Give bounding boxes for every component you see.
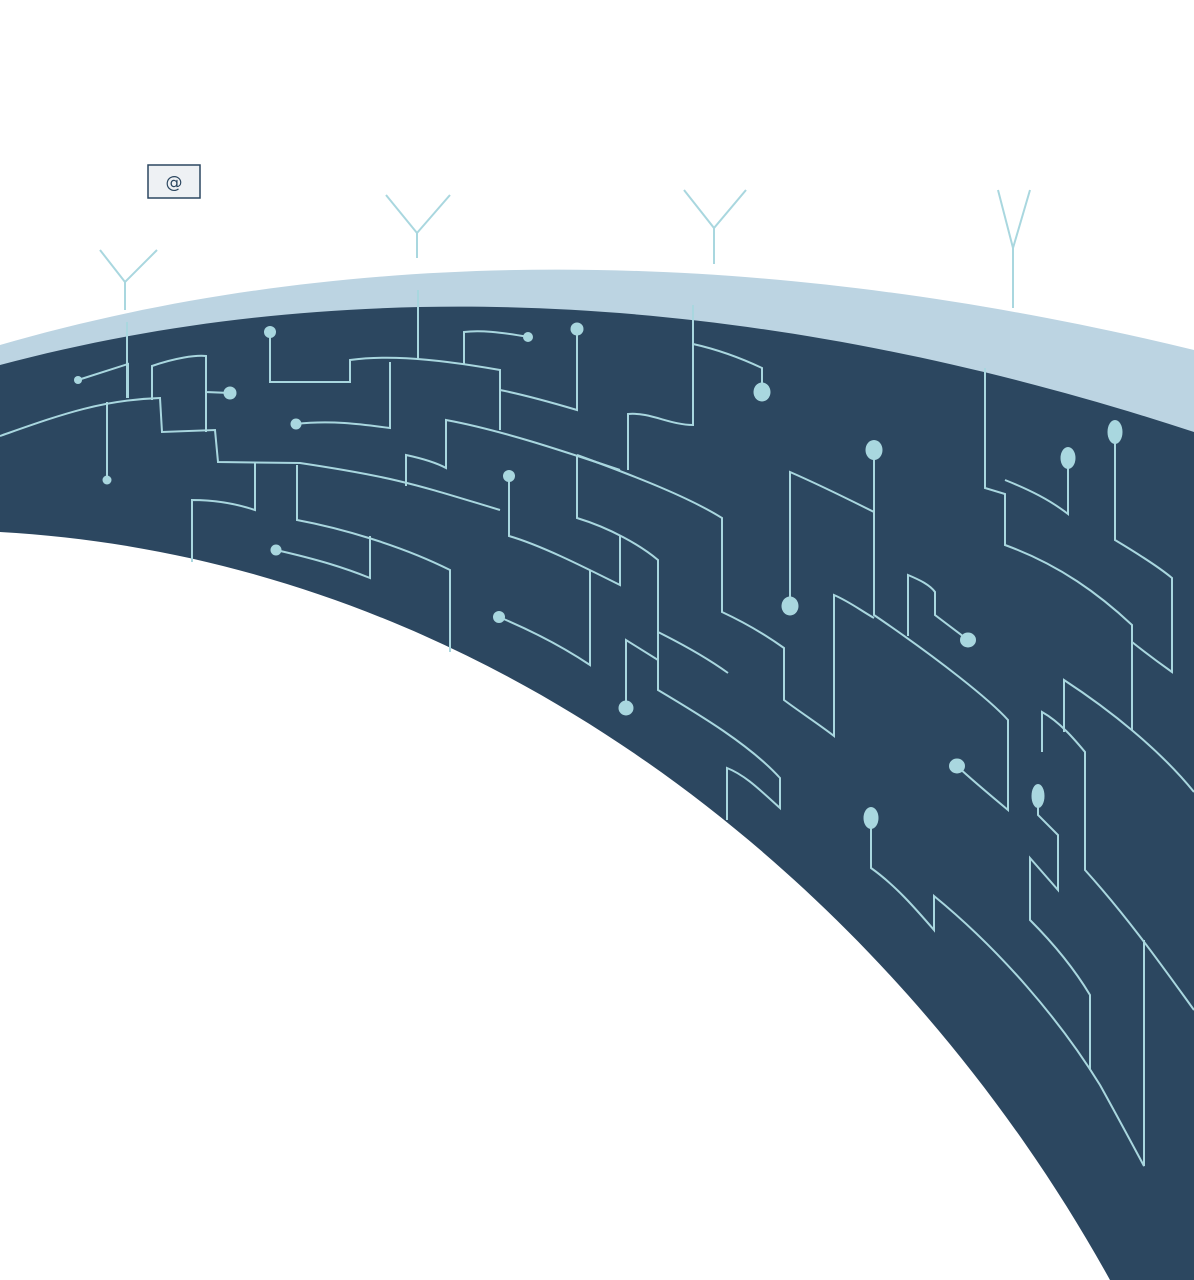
circuit-trace [692, 343, 763, 392]
circuit-node [863, 807, 879, 829]
circuit-node [865, 440, 883, 460]
circuit-trace [191, 463, 256, 562]
circuit-node [523, 332, 533, 342]
circuit-trace [0, 396, 501, 511]
antenna-stem [997, 189, 1031, 308]
circuit-node [570, 322, 584, 336]
circuit-nodes [74, 322, 1123, 829]
shield-icon [950, 30, 1078, 188]
circuit-trace [1063, 678, 1194, 793]
circuit-band [0, 306, 1194, 1280]
circuit-trace [789, 450, 875, 606]
cloud-outline [70, 175, 193, 249]
circuit-node [1107, 420, 1123, 444]
circuit-trace [463, 330, 529, 365]
circuit-trace [625, 638, 659, 708]
email-tag-icon: @ [147, 145, 201, 199]
circuit-node [949, 758, 965, 774]
circuit-trace [873, 512, 1009, 813]
circuit-trace [151, 354, 231, 400]
circuit-node [960, 632, 976, 648]
upload-arrow [403, 138, 429, 178]
circuit-trace [576, 455, 781, 820]
circuit-trace [269, 332, 501, 430]
antenna-stem [683, 189, 747, 264]
icon-antennas [99, 189, 1031, 398]
padlock-icon [664, 60, 766, 188]
circuit-node [74, 376, 82, 384]
circuit-trace [907, 573, 969, 641]
circuit-trace [1029, 796, 1091, 1070]
circuit-trace [405, 418, 621, 486]
antenna-stem [99, 249, 158, 398]
circuit-node [618, 700, 634, 716]
cloud-icon [70, 175, 193, 249]
circuit-trace [984, 368, 1133, 730]
circuit-trace [1041, 710, 1194, 1011]
circuit-node [223, 386, 237, 400]
drop-shape [372, 87, 460, 192]
circuit-trace [1004, 458, 1069, 517]
circuit-trace [498, 570, 591, 667]
circuit-traces [0, 290, 1194, 1167]
circuit-trace [657, 631, 729, 674]
circuit-trace [508, 476, 621, 587]
email-tag-box [147, 164, 201, 199]
circuit-trace [1114, 432, 1173, 674]
circuit-trace [275, 536, 371, 580]
circuit-trace [870, 818, 1145, 1167]
circuit-node [270, 544, 282, 556]
padlock-keyhole [706, 138, 722, 170]
email-at-symbol: @ [166, 173, 183, 193]
circuit-node [290, 418, 302, 430]
document-upload-icon [332, 87, 500, 192]
shield-outline [950, 30, 1078, 188]
circuit-node [102, 475, 112, 485]
circuit-trace [627, 305, 694, 470]
circuit-node [264, 326, 276, 338]
circuit-node [781, 596, 799, 616]
circuit-node [753, 382, 771, 402]
antenna-stem [385, 194, 451, 258]
circuit-node [493, 611, 505, 623]
circuit-trace [499, 329, 578, 412]
circuit-node [503, 470, 515, 482]
shield-check [989, 91, 1041, 130]
circuit-node [1060, 447, 1076, 469]
circuit-node [1031, 784, 1045, 808]
arc-rim-highlight [0, 269, 1194, 440]
circuit-trace [576, 454, 875, 739]
padlock-shackle [682, 60, 746, 110]
document-lines-left [332, 126, 395, 188]
padlock-body [664, 108, 766, 188]
document-lines-right [440, 126, 500, 188]
tag-hook [162, 145, 186, 165]
circuit-trace [295, 362, 391, 430]
